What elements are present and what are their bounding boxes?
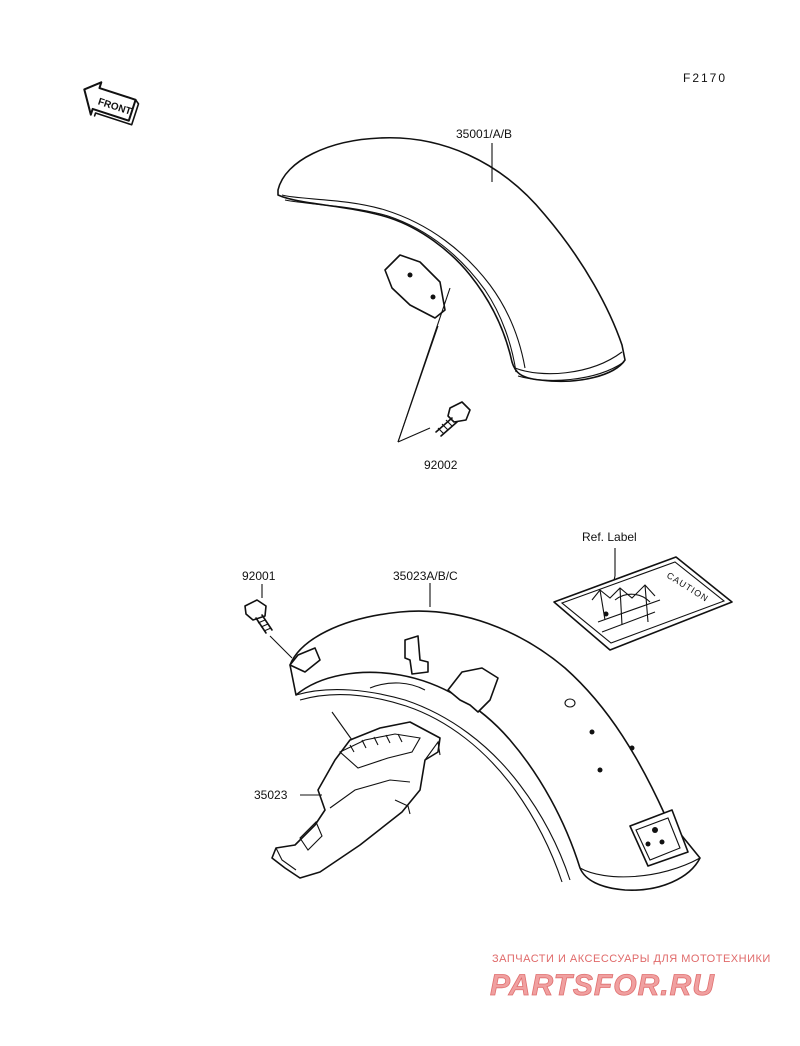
- label-rear-bolt: 92001: [242, 569, 276, 583]
- inner-fender: [271, 721, 441, 879]
- front-fender: [277, 136, 626, 383]
- ref-label-title: Ref. Label: [582, 530, 637, 544]
- bolt-92002-icon: [435, 401, 471, 437]
- label-front-fender: 35001/A/B: [456, 127, 512, 141]
- watermark-brand: PARTSFOR.RU: [490, 969, 715, 1002]
- rear-fender: [289, 610, 701, 891]
- front-arrow-icon: FRONT: [83, 81, 140, 126]
- label-inner-fender: 35023: [254, 788, 288, 802]
- caution-label: CAUTION: [553, 556, 733, 651]
- bolt-92001-icon: [244, 599, 273, 634]
- label-front-bolt: 92002: [424, 458, 458, 472]
- watermark-tagline: ЗАПЧАСТИ И АКСЕССУАРЫ ДЛЯ МОТОТЕХНИКИ: [492, 953, 771, 965]
- watermark: ЗАПЧАСТИ И АКСЕССУАРЫ ДЛЯ МОТОТЕХНИКИ PA…: [490, 953, 771, 1002]
- label-rear-fender: 35023A/B/C: [393, 569, 458, 583]
- diagram-code: F2170: [683, 71, 727, 85]
